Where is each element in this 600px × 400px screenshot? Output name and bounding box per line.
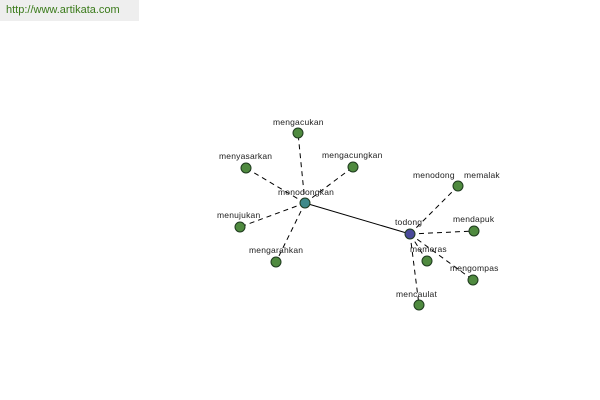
node-menujukan[interactable] (234, 221, 246, 233)
node-todong[interactable] (404, 228, 416, 240)
node-mendapuk[interactable] (468, 225, 480, 237)
label-menujukan: menujukan (217, 210, 260, 220)
edges-layer (239, 132, 475, 306)
node-menodongkan[interactable] (299, 197, 311, 209)
edge-mencaulat (409, 233, 420, 306)
node-memeras[interactable] (421, 255, 433, 267)
node-mengompas[interactable] (467, 274, 479, 286)
edge-mengompas (409, 233, 474, 281)
node-menodong[interactable] (452, 180, 464, 192)
label-menyasarkan: menyasarkan (219, 151, 272, 161)
edge-mengacungkan (304, 166, 354, 204)
node-mengacungkan[interactable] (347, 161, 359, 173)
label-mengacukan: mengacukan (273, 117, 324, 127)
label-mengacungkan: mengacungkan (322, 150, 383, 160)
label-menodongkan: menodongkan (278, 187, 334, 197)
edge-menodong (409, 185, 459, 235)
edge-mengarahkan (275, 202, 306, 263)
edge-mengacukan (297, 132, 306, 204)
label-menodong: menodong (413, 170, 455, 180)
label-mengompas: mengompas (450, 263, 499, 273)
node-mengacukan[interactable] (292, 127, 304, 139)
node-mengarahkan[interactable] (270, 256, 282, 268)
node-menyasarkan[interactable] (240, 162, 252, 174)
url-link[interactable]: http://www.artikata.com (0, 0, 139, 21)
label-mencaulat: mencaulat (396, 289, 437, 299)
edge-mendapuk (409, 230, 475, 235)
edge-menyasarkan (245, 167, 306, 204)
label-memalak: memalak (464, 170, 500, 180)
label-mengarahkan: mengarahkan (249, 245, 303, 255)
labels-layer: mengacukan menyasarkan mengacungkan menujuk… (217, 117, 500, 299)
node-mencaulat[interactable] (413, 299, 425, 311)
edge-menujukan (239, 202, 306, 228)
label-todong: todong (395, 217, 422, 227)
label-mendapuk: mendapuk (453, 214, 495, 224)
edge-hub-link (304, 202, 411, 235)
nodes-layer (234, 127, 480, 311)
label-memeras: memeras (410, 244, 447, 254)
